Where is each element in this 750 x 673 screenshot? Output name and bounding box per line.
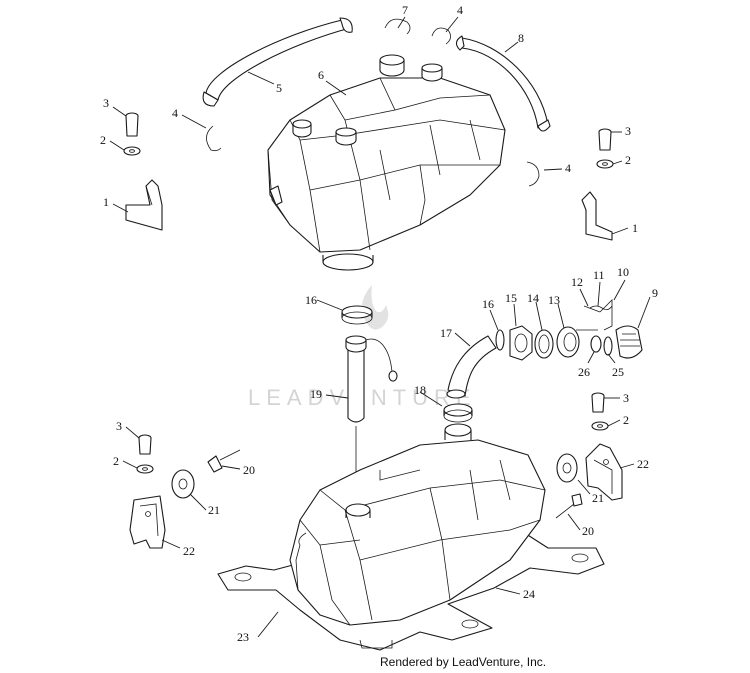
callout-13: 13 <box>548 293 560 307</box>
part-21-bushing-right <box>556 453 578 483</box>
part-2-washer-upper-left <box>123 146 141 156</box>
callout-3: 3 <box>623 391 629 405</box>
part-12-pin <box>583 305 601 313</box>
part-21-bushing-left <box>171 469 195 499</box>
part-11-tether <box>589 305 613 310</box>
part-4-clip-left <box>206 125 222 152</box>
callout-2: 2 <box>100 133 106 147</box>
callout-5: 5 <box>276 81 282 95</box>
callout-8: 8 <box>518 31 524 45</box>
part-7-clip <box>384 18 411 35</box>
callout-4: 4 <box>565 161 571 175</box>
part-2-washer-upper-right <box>596 159 614 169</box>
part-20-stud-left <box>207 449 241 473</box>
part-16-clamp-left <box>341 305 373 325</box>
part-18-clamp <box>443 403 473 423</box>
callout-18: 18 <box>414 383 426 397</box>
part-15-nut <box>509 325 533 361</box>
callout-9: 9 <box>652 286 658 300</box>
render-credit: Rendered by LeadVenture, Inc. <box>380 655 547 669</box>
callout-1: 1 <box>632 221 638 235</box>
callout-2: 2 <box>113 454 119 468</box>
callout-23: 23 <box>237 630 249 644</box>
callout-6: 6 <box>318 68 324 82</box>
callout-22: 22 <box>183 544 195 558</box>
part-9-cap <box>615 325 643 359</box>
part-4-clip-right <box>526 161 540 187</box>
part-2-washer-lower-left <box>136 464 154 474</box>
part-23-lower-tank <box>289 423 546 649</box>
callout-1: 1 <box>103 195 109 209</box>
callout-21: 21 <box>592 491 604 505</box>
watermark-flame-icon <box>361 285 389 330</box>
part-16-clamp-right <box>495 329 505 351</box>
part-3-bolt-upper-right <box>598 128 612 151</box>
callout-16: 16 <box>305 293 317 307</box>
callout-10: 10 <box>617 265 629 279</box>
callout-4: 4 <box>457 3 463 17</box>
callout-14: 14 <box>527 291 539 305</box>
part-22-bracket-right <box>585 443 623 501</box>
part-19-fuel-sender <box>345 335 398 490</box>
part-3-bolt-upper-left <box>125 112 139 137</box>
part-17-hose <box>446 335 497 399</box>
part-22-bracket-left <box>129 495 166 549</box>
callout-4: 4 <box>172 106 178 120</box>
part-14-gasket <box>534 329 554 359</box>
callout-26: 26 <box>578 365 590 379</box>
callout-19: 19 <box>310 387 322 401</box>
callout-3: 3 <box>116 419 122 433</box>
part-6-upper-tank <box>267 54 506 271</box>
part-26-oring <box>590 335 602 353</box>
part-20-stud-right <box>555 493 583 519</box>
part-2-washer-mid-right <box>591 421 609 431</box>
part-8-strap <box>455 35 551 132</box>
callout-2: 2 <box>623 413 629 427</box>
part-1-bracket-upper-left <box>125 179 163 231</box>
callout-11: 11 <box>593 268 605 282</box>
part-1-bracket-upper-right <box>581 191 613 241</box>
part-5-strap <box>202 17 353 107</box>
callout-17: 17 <box>440 326 452 340</box>
leader-lines <box>109 16 651 638</box>
part-13-fitting <box>556 326 598 358</box>
callout-25: 25 <box>612 365 624 379</box>
part-3-bolt-mid-right <box>591 392 605 413</box>
callout-24: 24 <box>523 587 535 601</box>
part-25-oring <box>603 336 613 356</box>
callout-7: 7 <box>402 3 408 17</box>
callout-20: 20 <box>243 463 255 477</box>
callout-2: 2 <box>625 153 631 167</box>
part-10-strap <box>599 299 613 331</box>
callout-3: 3 <box>625 124 631 138</box>
callout-16: 16 <box>482 297 494 311</box>
callout-20: 20 <box>582 524 594 538</box>
part-3-bolt-lower-left <box>138 434 152 455</box>
callout-15: 15 <box>505 291 517 305</box>
callout-12: 12 <box>571 275 583 289</box>
callout-21: 21 <box>208 503 220 517</box>
callout-3: 3 <box>103 96 109 110</box>
callout-22: 22 <box>637 457 649 471</box>
callout-labels: 7 4 8 5 6 3 4 2 1 3 2 4 1 12 11 10 9 16 … <box>100 3 658 644</box>
